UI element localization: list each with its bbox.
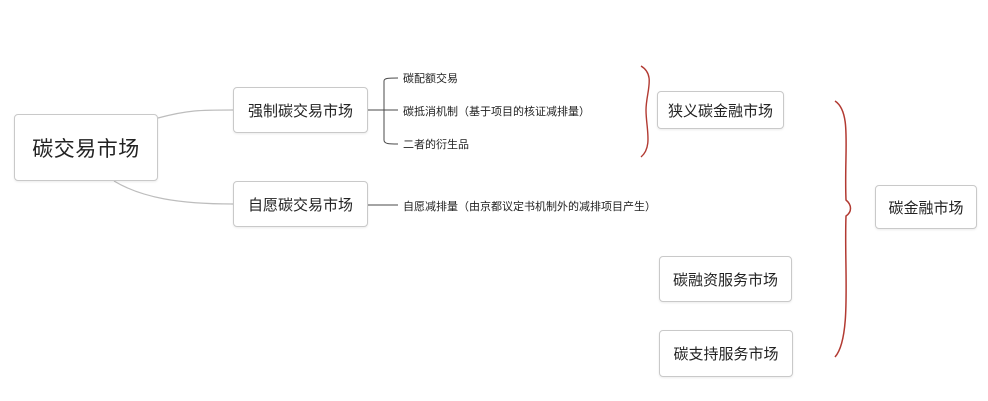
forced-leaf-stem: [383, 77, 399, 145]
derivatives-leaf: 二者的衍生品: [403, 138, 469, 151]
carbon-offset-mechanism-leaf: 碳抵消机制（基于项目的核证减排量）: [403, 105, 590, 118]
carbon-financing-service-market-node[interactable]: 碳融资服务市场: [659, 256, 792, 302]
narrow-group-bracket: [640, 65, 650, 158]
voluntary-emission-reduction-leaf: 自愿减排量（由京都议定书机制外的减排项目产生）: [403, 200, 656, 213]
finance-group-bracket: [834, 100, 852, 358]
carbon-finance-market-node[interactable]: 碳金融市场: [875, 185, 977, 229]
carbon-trading-market-root[interactable]: 碳交易市场: [14, 114, 158, 181]
narrow-carbon-finance-market-node[interactable]: 狭义碳金融市场: [657, 91, 784, 129]
voluntary-carbon-trading-market-node[interactable]: 自愿碳交易市场: [233, 181, 368, 227]
root-to-forced-connector: [157, 109, 234, 119]
carbon-allowance-trading-leaf: 碳配额交易: [403, 72, 458, 85]
root-to-voluntary-connector: [113, 180, 234, 205]
carbon-support-service-market-node[interactable]: 碳支持服务市场: [659, 330, 793, 377]
mandatory-carbon-trading-market-node[interactable]: 强制碳交易市场: [233, 87, 368, 133]
